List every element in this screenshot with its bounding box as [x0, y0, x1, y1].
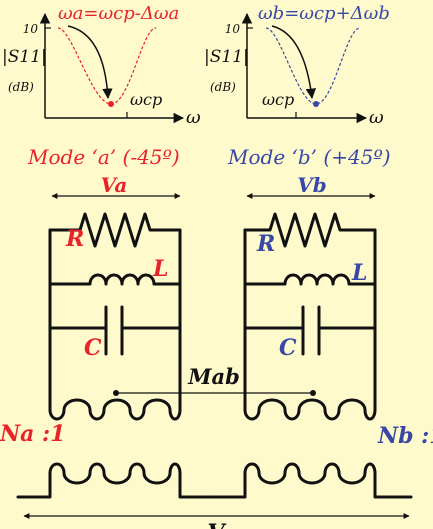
resistor-b-label: R	[256, 231, 275, 257]
plot-b-resonance-dot	[313, 101, 319, 107]
capacitor-b	[243, 305, 377, 356]
mutual-coupling-dot-b	[310, 390, 316, 396]
resonator-a-labels: R L C Na :1	[0, 226, 168, 447]
plot-a-shift-arrow	[67, 25, 113, 100]
plot-a-marker-label: ωcp	[130, 90, 162, 109]
capacitor-a	[48, 305, 182, 356]
plot-b-equation: ωb=ωcp+Δωb	[258, 3, 390, 24]
plot-a-ylabel: |S11|	[2, 47, 47, 67]
plot-a-yunit: (dB)	[8, 80, 34, 94]
turns-ratio-b-label: Nb :1	[377, 423, 433, 449]
inductor-a	[48, 273, 182, 286]
mode-b-label: Mode ‘b’ (+45º)	[227, 145, 391, 169]
resonator-b-labels: R L C Nb :1	[256, 231, 433, 449]
resistor-a	[48, 212, 182, 248]
transformer-a-primary	[48, 398, 182, 421]
voltage-b: Vb	[246, 173, 376, 199]
mode-a-label: Mode ‘a’ (-45º)	[27, 145, 180, 169]
plot-b-ytick-label: 10	[225, 22, 241, 36]
plot-a-resonance-dot	[108, 101, 114, 107]
resistor-a-label: R	[65, 226, 84, 252]
transformer-a-secondary	[16, 462, 214, 499]
plot-a: 10 |S11| (dB) ω ωcp ωa=ωcp-Δωa	[2, 3, 201, 128]
plot-b-yunit: (dB)	[210, 80, 236, 94]
mutual-coupling: Mab	[113, 364, 316, 396]
turns-ratio-a-label: Na :1	[0, 421, 65, 447]
voltage-total-label: V	[207, 520, 226, 529]
voltage-a-label: Va	[101, 173, 128, 197]
inductor-b	[243, 273, 377, 286]
plot-a-ytick-label: 10	[23, 22, 39, 36]
plot-a-equation: ωa=ωcp-Δωa	[58, 3, 179, 24]
mutual-coupling-label: Mab	[187, 364, 240, 389]
plot-b-shift-arrow	[271, 25, 317, 100]
voltage-a: Va	[51, 173, 181, 199]
plot-b-marker-label: ωcp	[262, 90, 294, 109]
transformer-b-primary	[243, 398, 377, 421]
inductor-a-label: L	[152, 256, 168, 282]
mutual-coupling-dot-a	[113, 390, 119, 396]
plot-b-ylabel: |S11|	[204, 47, 249, 67]
capacitor-a-label: C	[84, 335, 102, 361]
plot-b-xlabel: ω	[369, 107, 384, 128]
resistor-b	[243, 212, 377, 248]
transformer-b-secondary	[211, 462, 413, 499]
plot-b-s11-curve	[265, 27, 361, 105]
resonator-a	[16, 212, 214, 499]
voltage-b-label: Vb	[297, 173, 327, 197]
plot-a-xlabel: ω	[186, 107, 201, 128]
inductor-b-label: L	[351, 260, 367, 286]
capacitor-b-label: C	[279, 335, 297, 361]
voltage-total: V	[23, 513, 410, 529]
plot-b: 10 |S11| (dB) ω ωcp ωb=ωcp+Δωb	[204, 3, 390, 128]
resonator-b	[211, 212, 413, 499]
